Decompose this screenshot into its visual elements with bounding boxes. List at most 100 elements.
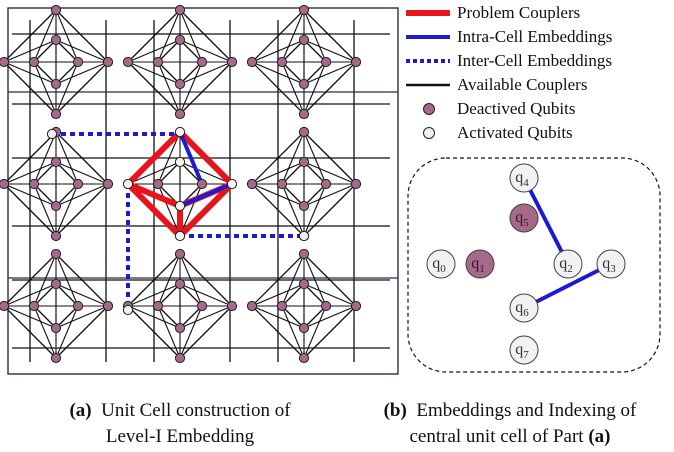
deactivated-qubit — [50, 4, 62, 16]
deactivated-qubit — [72, 300, 84, 312]
coupler — [179, 305, 203, 359]
coupler — [303, 61, 357, 85]
coupler — [303, 9, 327, 63]
coupler — [55, 183, 109, 237]
coupler — [55, 39, 109, 63]
deactivated-qubit — [350, 300, 362, 312]
legend-item-deactivated: Deactived Qubits — [400, 98, 674, 120]
coupler — [157, 9, 181, 63]
coupler — [251, 131, 305, 185]
deactivated-qubit — [298, 4, 310, 16]
deactivated-qubit — [298, 322, 310, 334]
legend-item-available: Available Couplers — [400, 74, 674, 96]
deactivated-qubit — [50, 278, 62, 290]
activated-qubit — [226, 178, 238, 190]
problem-coupler — [177, 129, 235, 187]
coupler — [3, 61, 57, 85]
coupler — [179, 61, 233, 115]
coupler — [33, 131, 57, 185]
qubit-q1: q1 — [465, 249, 495, 279]
coupler — [303, 61, 327, 115]
deactivated-qubit — [246, 178, 258, 190]
coupler — [281, 253, 305, 307]
caption-a-line2: Level-I Embedding — [105, 426, 255, 447]
unit-cell — [251, 253, 357, 359]
caption-b-line2: central unit cell of Part — [409, 426, 589, 447]
problem-coupler — [177, 181, 235, 239]
deactivated-qubit — [28, 178, 40, 190]
coupler — [157, 161, 181, 185]
coupler — [303, 131, 327, 185]
deactivated-qubit — [320, 56, 332, 68]
coupler — [127, 161, 181, 185]
deactivated-qubit — [174, 78, 186, 90]
coupler — [303, 305, 357, 359]
unit-cell-boundary — [407, 157, 661, 373]
problem-coupler — [125, 181, 183, 209]
coupler — [281, 183, 305, 207]
qubit-q5: q5 — [509, 203, 539, 233]
deactivated-qubit — [196, 300, 208, 312]
activated-qubit — [553, 249, 583, 279]
problem-coupler — [125, 129, 183, 187]
coupler — [179, 305, 233, 329]
coupler — [55, 283, 79, 307]
caption-b: (b) Embeddings and Indexing of central u… — [352, 398, 668, 450]
coupler — [55, 305, 109, 329]
coupler — [55, 39, 79, 63]
coupler — [33, 183, 57, 237]
qubit-label: q0 — [432, 255, 446, 275]
deactivated-qubit — [298, 352, 310, 364]
qubit-label: q7 — [515, 341, 529, 361]
qubit-label: q4 — [515, 169, 529, 189]
legend-label-available: Available Couplers — [457, 75, 588, 94]
coupler — [33, 39, 57, 63]
caption-a-line1: Unit Cell construction of — [101, 400, 291, 421]
activated-qubit — [596, 249, 626, 279]
deactivated-qubit — [298, 34, 310, 46]
qubit-label: q2 — [559, 255, 573, 275]
legend-item-intra-cell: Intra-Cell Embeddings — [400, 26, 674, 48]
activated-qubit-icon — [423, 127, 435, 139]
qubit-q6: q6 — [509, 293, 539, 323]
unit-cell — [3, 131, 109, 237]
coupler — [251, 283, 305, 307]
coupler — [157, 61, 181, 115]
coupler — [33, 183, 57, 207]
deactivated-qubit — [320, 300, 332, 312]
deactivated-qubit — [298, 156, 310, 168]
coupler — [157, 61, 181, 85]
coupler — [157, 183, 181, 237]
coupler — [179, 61, 233, 85]
coupler — [3, 283, 57, 307]
coupler — [55, 61, 79, 85]
coupler — [55, 305, 79, 329]
coupler — [3, 61, 57, 115]
coupler — [157, 305, 181, 359]
deactivated-qubit — [276, 300, 288, 312]
activated-qubit — [46, 128, 58, 140]
coupler — [303, 39, 327, 63]
caption-a: (a) Unit Cell construction of Level-I Em… — [30, 398, 330, 450]
deactivated-qubit — [320, 178, 332, 190]
deactivated-qubit — [0, 178, 10, 190]
coupler — [251, 253, 305, 307]
coupler — [55, 9, 79, 63]
coupler — [157, 305, 181, 329]
caption-b-line2-tag: (a) — [588, 426, 611, 447]
activated-qubit — [509, 163, 539, 193]
coupler — [157, 39, 181, 63]
coupler — [281, 61, 305, 85]
deactivated-qubit — [298, 108, 310, 120]
unit-cell — [251, 131, 357, 237]
coupler — [179, 305, 203, 329]
deactivated-qubit — [50, 78, 62, 90]
deactivated-qubit — [28, 300, 40, 312]
deactivated-qubit — [246, 300, 258, 312]
deactivated-qubit — [196, 178, 208, 190]
coupler — [33, 305, 57, 359]
unit-cell — [127, 253, 233, 359]
coupler — [179, 61, 203, 115]
coupler — [179, 253, 203, 307]
deactivated-qubit — [174, 278, 186, 290]
